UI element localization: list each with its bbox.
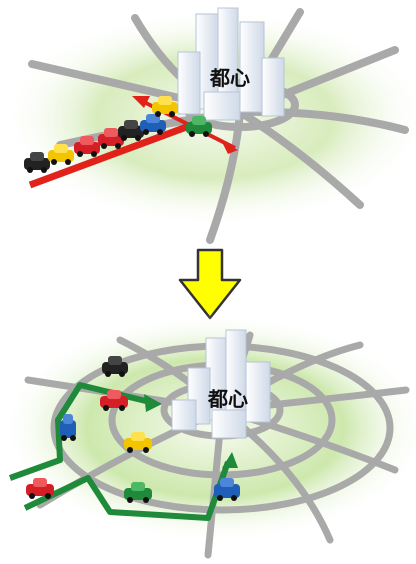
car [24,152,50,173]
bottom-buildings [171,329,271,439]
down-arrow-icon [178,248,242,320]
bottom-panel: 都心 [0,313,416,559]
bottom-center-label: 都心 [207,387,248,411]
car [152,96,178,117]
car [48,144,74,165]
car [124,432,152,453]
car [140,114,166,135]
top-traffic-jam-cars [24,96,212,173]
car [118,120,144,141]
top-center-label: 都心 [209,66,250,90]
bottom-bypass-arrows [8,382,231,521]
bypass-arrowhead-2 [222,452,238,468]
car [98,128,124,149]
bottom-cars [26,356,240,503]
car [60,414,76,441]
bypass-arrowhead-1 [144,394,162,412]
car [102,356,128,377]
top-buildings [177,7,285,121]
top-panel: 都心 [0,7,416,244]
car [214,478,240,501]
car [186,116,212,137]
car [124,482,152,503]
car [74,136,100,157]
car [26,478,54,499]
car [100,390,128,411]
